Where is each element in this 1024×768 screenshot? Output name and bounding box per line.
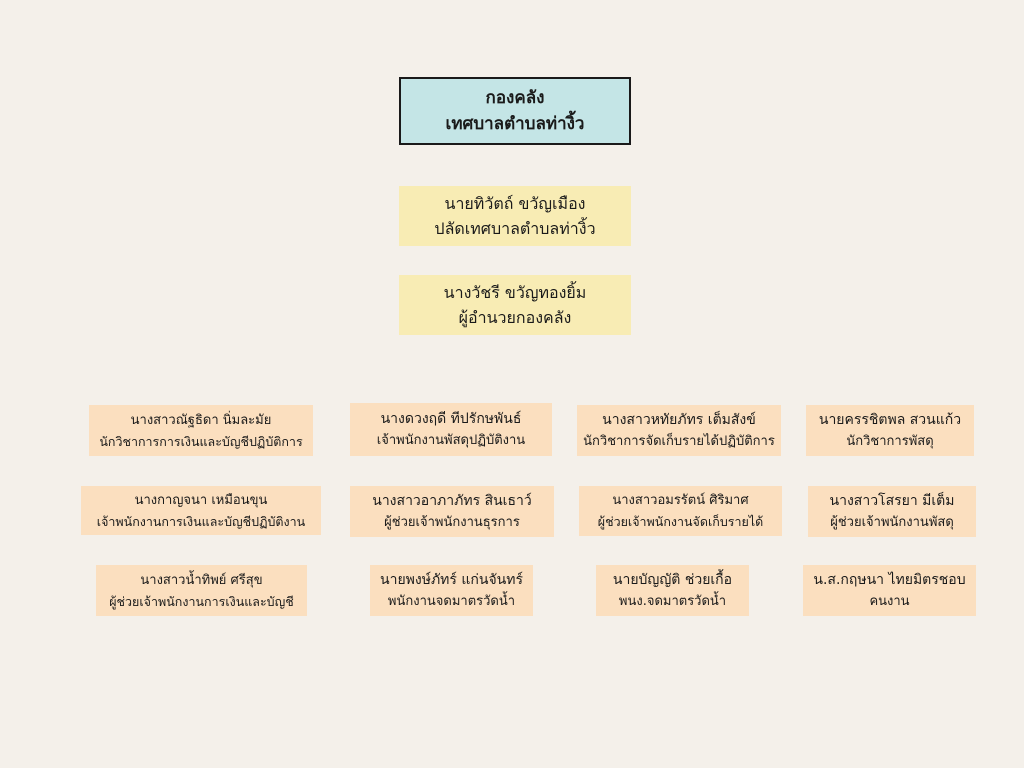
staff-name: นายบัญญัติ ช่วยเกื้อ bbox=[612, 571, 733, 588]
staff-name: นางสาวอาภาภัทร สินเธาว์ bbox=[372, 492, 532, 509]
staff-box: นางสาวอมรรัตน์ ศิริมาศ ผู้ช่วยเจ้าพนักงา… bbox=[579, 486, 782, 536]
staff-name: นางสาวหทัยภัทร เต็มสังข์ bbox=[602, 411, 756, 428]
staff-box: นางสาวณัฐธิดา นิ่มละมัย นักวิชาการการเงิ… bbox=[89, 405, 313, 456]
leader-name: นายทิวัตถ์ ขวัญเมือง bbox=[444, 194, 586, 213]
leader-position: ผู้อำนวยกองคลัง bbox=[458, 308, 572, 327]
staff-position: ผู้ช่วยเจ้าพนักงานการเงินและบัญชี bbox=[109, 593, 294, 609]
staff-box: นายพงษ์ภัทร์ แก่นจันทร์ พนักงานจดมาตรวัด… bbox=[370, 565, 533, 616]
staff-box: นางกาญจนา เหมือนขุน เจ้าพนักงานการเงินแล… bbox=[81, 486, 321, 535]
staff-name: นางสาวน้ำทิพย์ ศรีสุข bbox=[140, 572, 263, 588]
staff-box: นายครรชิตพล สวนแก้ว นักวิชาการพัสดุ bbox=[806, 405, 974, 456]
staff-box: นางสาวหทัยภัทร เต็มสังข์ นักวิชาการจัดเก… bbox=[577, 405, 781, 456]
staff-position: นักวิชาการจัดเก็บรายได้ปฏิบัติการ bbox=[583, 433, 775, 449]
department-title-box: กองคลัง เทศบาลตำบลท่างิ้ว bbox=[399, 77, 631, 145]
staff-box: นางสาวอาภาภัทร สินเธาว์ ผู้ช่วยเจ้าพนักง… bbox=[350, 486, 554, 537]
staff-box: นางสาวโสรยา มีเต็ม ผู้ช่วยเจ้าพนักงานพัส… bbox=[808, 486, 976, 537]
staff-position: ผู้ช่วยเจ้าพนักงานจัดเก็บรายได้ bbox=[597, 514, 764, 529]
staff-position: นักวิชาการการเงินและบัญชีปฏิบัติการ bbox=[99, 433, 303, 449]
staff-box: นายบัญญัติ ช่วยเกื้อ พนง.จดมาตรวัดน้ำ bbox=[596, 565, 749, 616]
staff-position: ผู้ช่วยเจ้าพนักงานพัสดุ bbox=[830, 514, 954, 530]
staff-name: นางสาวอมรรัตน์ ศิริมาศ bbox=[612, 493, 749, 508]
leader-position: ปลัดเทศบาลตำบลท่างิ้ว bbox=[434, 219, 596, 238]
department-organization: เทศบาลตำบลท่างิ้ว bbox=[445, 114, 585, 134]
leader-box-deputy-mayor: นายทิวัตถ์ ขวัญเมือง ปลัดเทศบาลตำบลท่างิ… bbox=[399, 186, 631, 246]
staff-name: นางสาวโสรยา มีเต็ม bbox=[829, 492, 955, 509]
staff-name: นายครรชิตพล สวนแก้ว bbox=[818, 411, 962, 428]
staff-name: นางสาวณัฐธิดา นิ่มละมัย bbox=[130, 412, 272, 428]
staff-name: นางกาญจนา เหมือนขุน bbox=[134, 492, 268, 508]
staff-name: นางดวงฤดี ทีปรักษพันธ์ bbox=[380, 410, 522, 427]
staff-position: พนักงานจดมาตรวัดน้ำ bbox=[387, 593, 516, 609]
leader-name: นางวัชรี ขวัญทองยิ้ม bbox=[443, 283, 587, 302]
staff-box: น.ส.กฤษนา ไทยมิตรชอบ คนงาน bbox=[803, 565, 976, 616]
staff-position: ผู้ช่วยเจ้าพนักงานธุรการ bbox=[384, 514, 520, 530]
staff-position: นักวิชาการพัสดุ bbox=[846, 433, 934, 449]
staff-box: นางสาวน้ำทิพย์ ศรีสุข ผู้ช่วยเจ้าพนักงาน… bbox=[96, 565, 307, 616]
department-name: กองคลัง bbox=[485, 88, 545, 108]
leader-box-director: นางวัชรี ขวัญทองยิ้ม ผู้อำนวยกองคลัง bbox=[399, 275, 631, 335]
staff-position: คนงาน bbox=[869, 593, 910, 609]
staff-position: เจ้าพนักงานพัสดุปฏิบัติงาน bbox=[376, 432, 526, 448]
staff-box: นางดวงฤดี ทีปรักษพันธ์ เจ้าพนักงานพัสดุป… bbox=[350, 403, 552, 456]
staff-position: เจ้าพนักงานการเงินและบัญชีปฏิบัติงาน bbox=[96, 513, 306, 529]
staff-name: นายพงษ์ภัทร์ แก่นจันทร์ bbox=[380, 571, 523, 588]
staff-position: พนง.จดมาตรวัดน้ำ bbox=[618, 593, 727, 609]
staff-name: น.ส.กฤษนา ไทยมิตรชอบ bbox=[813, 571, 966, 588]
